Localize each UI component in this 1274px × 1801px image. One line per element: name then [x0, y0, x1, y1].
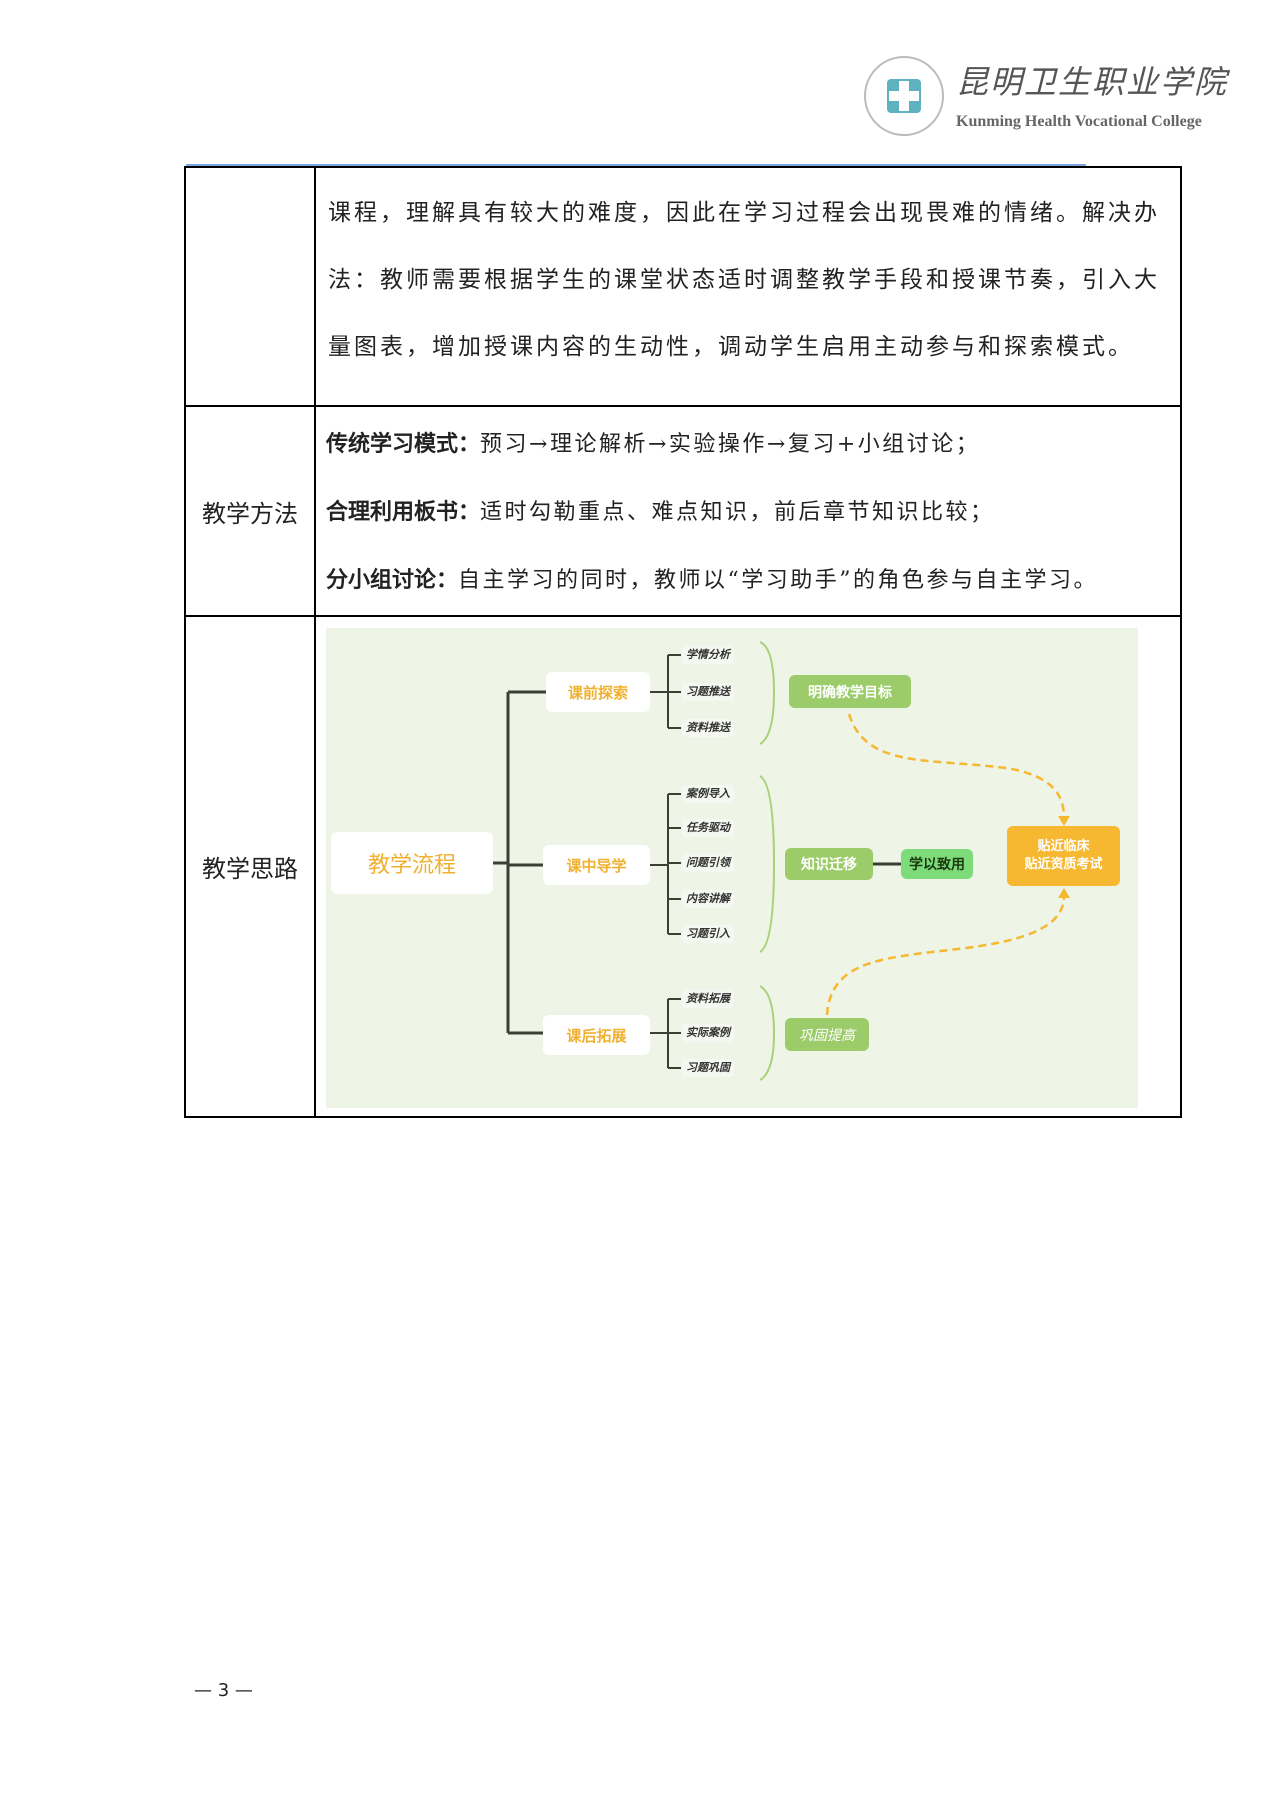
header-rule: [186, 164, 1086, 166]
brace-2: [759, 775, 776, 953]
table-row: 教学方法 传统学习模式：预习→理论解析→实验操作→复习+小组讨论； 合理利用板书…: [184, 405, 1182, 617]
leaf-item: 内容讲解: [682, 890, 734, 908]
leaf-item: 实际案例: [682, 1024, 734, 1042]
outcome-node: 知识迁移: [785, 848, 873, 880]
method-item: 分小组讨论：自主学习的同时，教师以“学习助手”的角色参与自主学习。: [316, 547, 1180, 615]
method-item: 传统学习模式：预习→理论解析→实验操作→复习+小组讨论；: [316, 411, 1180, 479]
stage2-branch-line: [650, 793, 681, 935]
arrow-head-icon: [1058, 888, 1070, 898]
method-title: 传统学习模式：: [326, 432, 481, 457]
root-branch-line: [493, 690, 546, 1035]
goal-node: 贴近临床 贴近资质考试: [1007, 826, 1120, 886]
outcome-node: 明确教学目标: [789, 675, 911, 708]
teaching-flow-diagram: 教学流程 课前探索 课中导学 课后拓展 学情分析 习题推送 资料推送 案例导入 …: [326, 628, 1138, 1108]
college-seal-icon: [864, 56, 944, 136]
row-content: 教学流程 课前探索 课中导学 课后拓展 学情分析 习题推送 资料推送 案例导入 …: [314, 615, 1182, 1118]
college-logo: 昆明卫生职业学院 Kunming Health Vocational Colle…: [864, 54, 1244, 140]
method-text: 自主学习的同时，教师以“学习助手”的角色参与自主学习。: [458, 568, 1099, 593]
difficulty-paragraph: 课程，理解具有较大的难度，因此在学习过程会出现畏难的情绪。解决办法：教师需要根据…: [328, 200, 1160, 360]
brace-1: [759, 641, 776, 745]
stage-node: 课后拓展: [543, 1015, 650, 1055]
outcome-node-secondary: 学以致用: [901, 849, 973, 879]
goal-line: 贴近资质考试: [1024, 857, 1103, 872]
diagram-connectors: [493, 641, 1070, 1081]
row-label-teaching-method: 教学方法: [184, 405, 316, 617]
leaf-item: 问题引领: [682, 854, 734, 872]
stage3-branch-line: [650, 998, 681, 1069]
teaching-plan-table: 课程，理解具有较大的难度，因此在学习过程会出现畏难的情绪。解决办法：教师需要根据…: [184, 166, 1182, 1118]
table-row: 课程，理解具有较大的难度，因此在学习过程会出现畏难的情绪。解决办法：教师需要根据…: [184, 166, 1182, 407]
row-label-teaching-approach: 教学思路: [184, 615, 316, 1118]
method-item: 合理利用板书：适时勾勒重点、难点知识，前后章节知识比较；: [316, 479, 1180, 547]
stage-node: 课前探索: [546, 672, 650, 712]
method-text: 适时勾勒重点、难点知识，前后章节知识比较；: [480, 500, 995, 525]
row-content: 传统学习模式：预习→理论解析→实验操作→复习+小组讨论； 合理利用板书：适时勾勒…: [314, 405, 1182, 617]
outcome-node: 巩固提高: [785, 1018, 869, 1051]
page-number: — 3 —: [194, 1680, 253, 1701]
college-name-en: Kunming Health Vocational College: [956, 113, 1202, 130]
stage-node: 课中导学: [543, 845, 650, 885]
table-row: 教学思路: [184, 615, 1182, 1118]
leaf-item: 任务驱动: [682, 819, 734, 837]
leaf-item: 资料拓展: [682, 990, 734, 1008]
dashed-arrow-bottom: [825, 895, 1066, 1016]
row-label: [184, 166, 316, 407]
method-text: 预习→理论解析→实验操作→复习+小组讨论；: [480, 432, 981, 457]
root-node: 教学流程: [331, 832, 493, 894]
leaf-item: 习题巩固: [682, 1059, 734, 1077]
method-title: 合理利用板书：: [326, 500, 481, 525]
leaf-item: 资料推送: [682, 719, 734, 737]
college-name-cn: 昆明卫生职业学院: [956, 63, 1229, 101]
arrow-head-icon: [1058, 816, 1070, 826]
leaf-item: 习题引入: [682, 925, 734, 943]
brace-3: [759, 985, 776, 1081]
goal-line: 贴近临床: [1037, 839, 1090, 854]
row-content: 课程，理解具有较大的难度，因此在学习过程会出现畏难的情绪。解决办法：教师需要根据…: [314, 166, 1182, 407]
dashed-arrow-top: [847, 713, 1066, 819]
leaf-item: 习题推送: [682, 683, 734, 701]
stage1-branch-line: [650, 654, 681, 729]
method-title: 分小组讨论：: [326, 568, 459, 593]
leaf-item: 学情分析: [682, 646, 734, 664]
leaf-item: 案例导入: [682, 785, 734, 803]
